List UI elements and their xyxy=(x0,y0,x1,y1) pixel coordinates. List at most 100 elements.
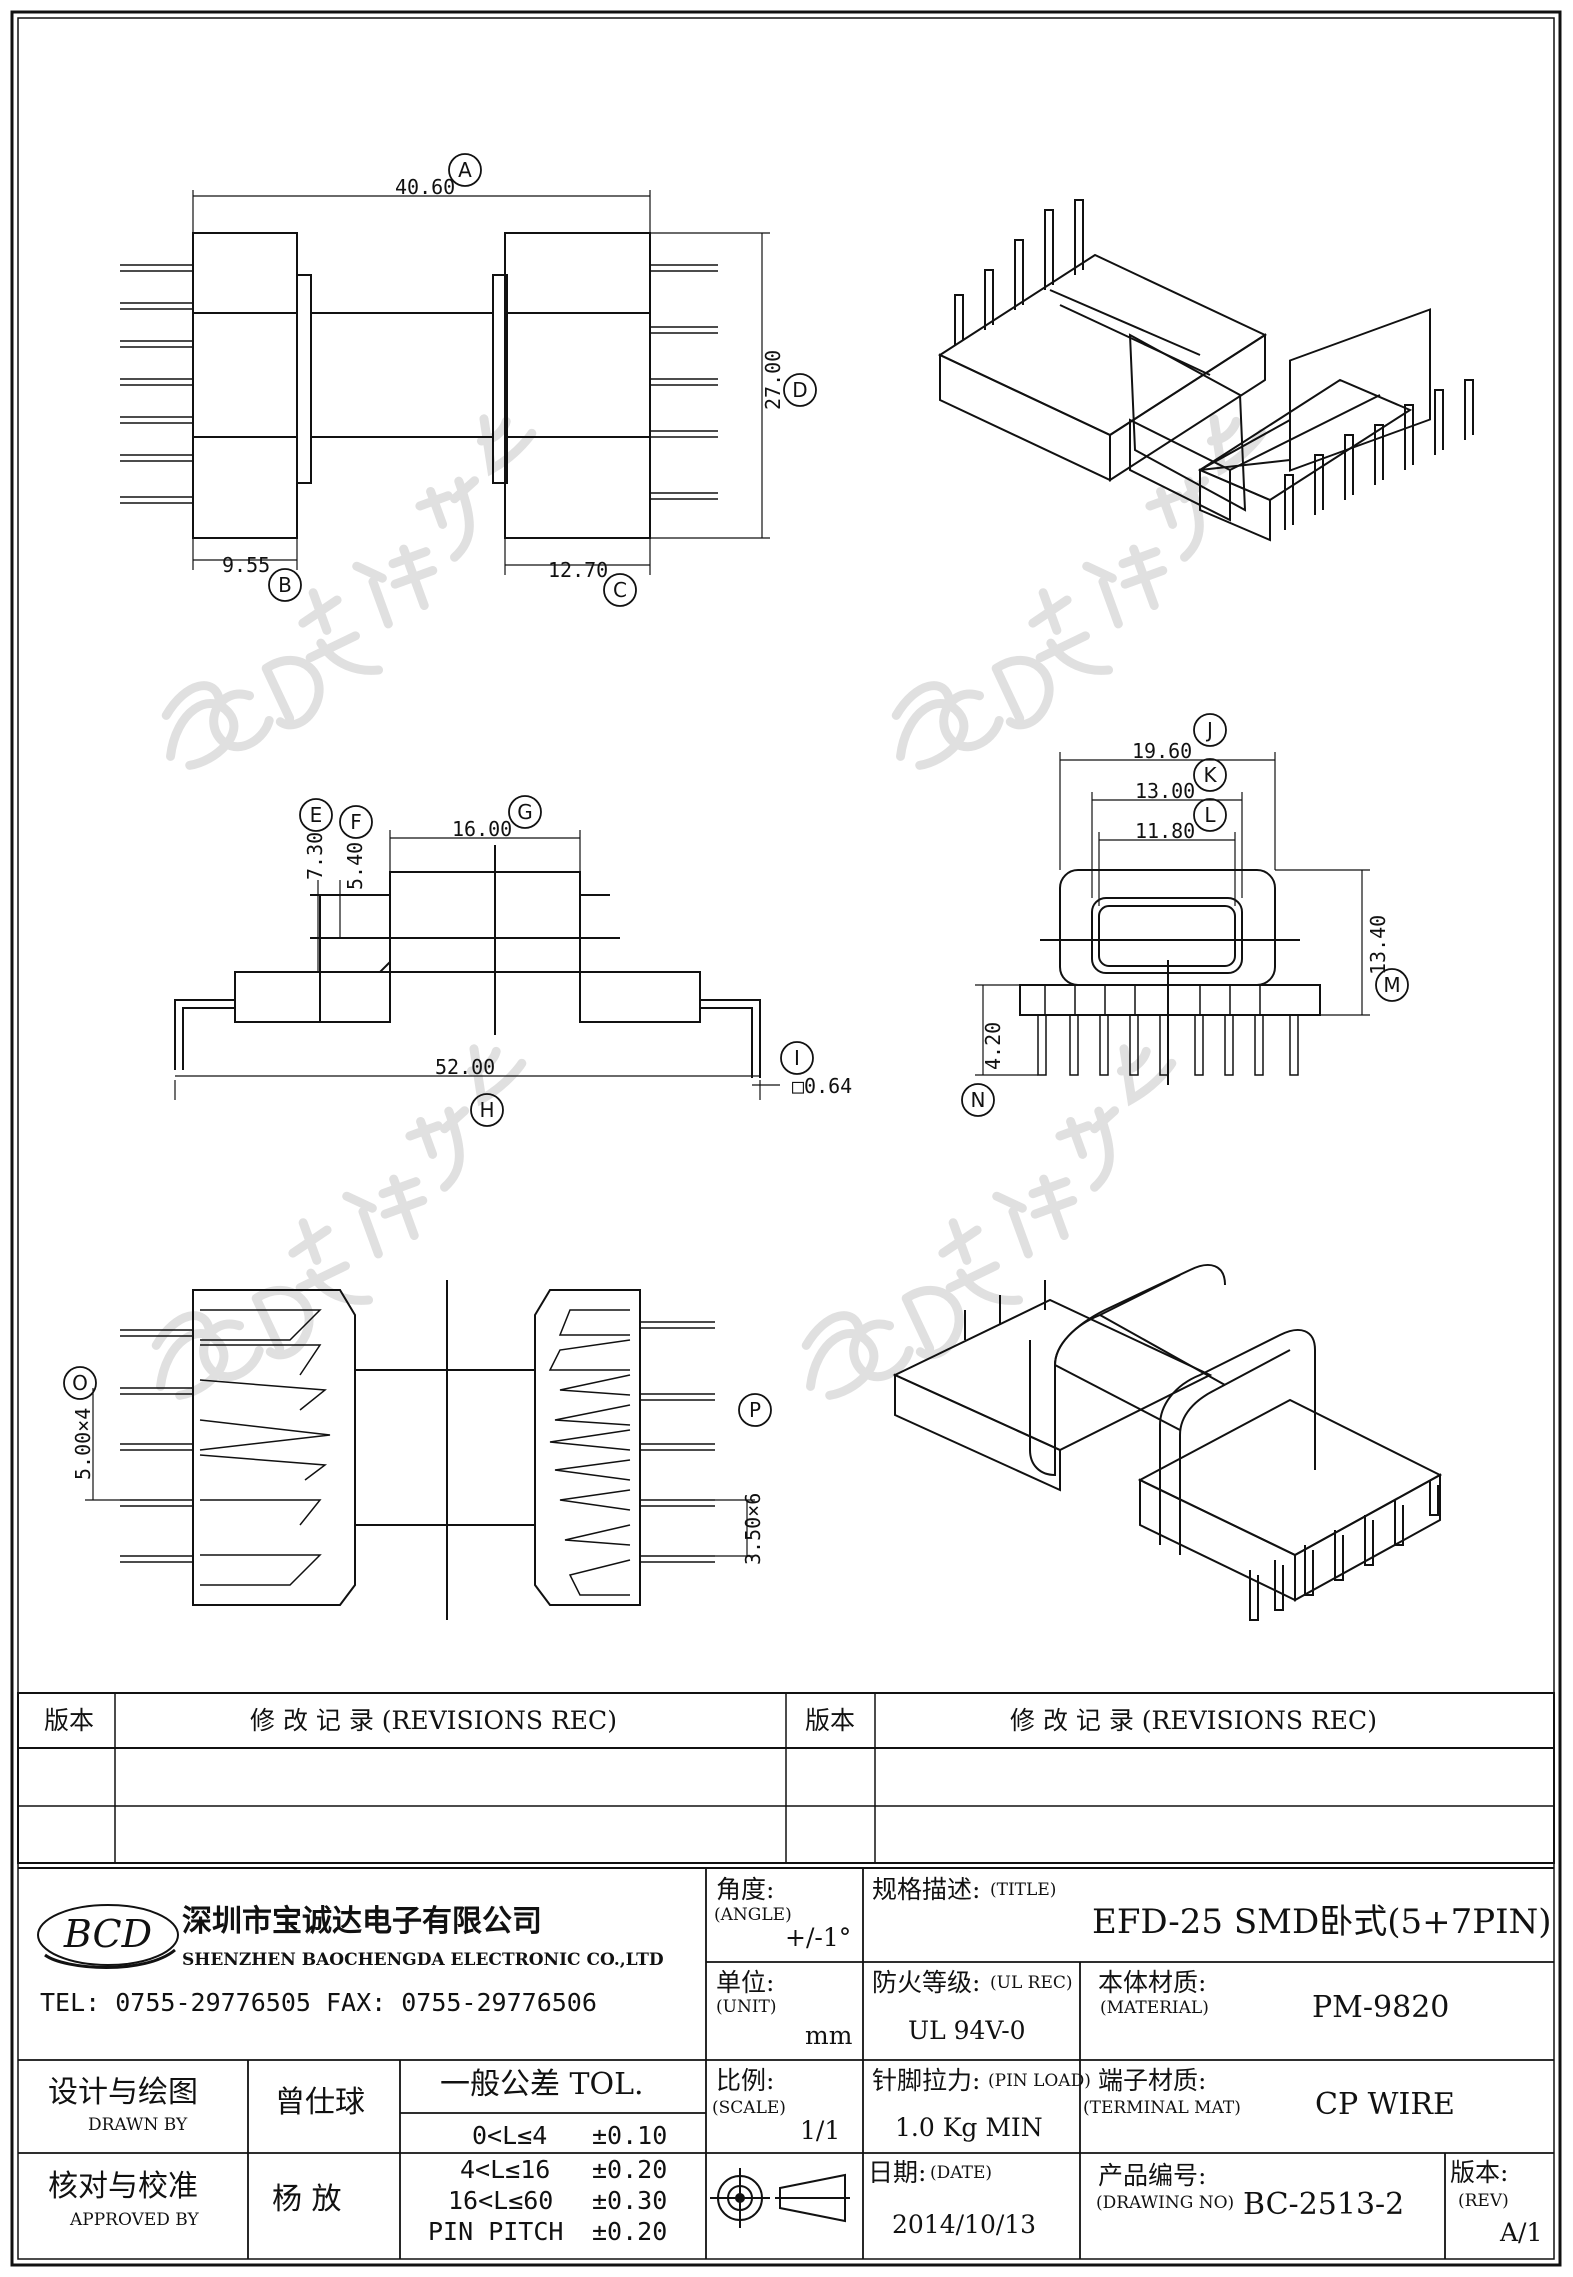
tol-row-3-range: 16<L≤60 xyxy=(448,2186,554,2215)
outer-frame xyxy=(10,10,1562,2267)
tol-row-1-range: 0<L≤4 xyxy=(472,2121,548,2150)
dim-J-value: 19.60 xyxy=(1132,739,1192,763)
title-block-grid xyxy=(18,1867,1554,2259)
balloon-I: I xyxy=(794,1046,800,1070)
balloon-O: O xyxy=(72,1371,88,1395)
dim-E-value: 7.30 xyxy=(303,832,327,880)
bottom-view xyxy=(85,1280,755,1620)
dim-D-value: 27.00 xyxy=(761,350,785,410)
balloon-A: A xyxy=(458,158,472,182)
terminal-value: CP WIRE xyxy=(1315,2087,1455,2122)
ul-value: UL 94V-0 xyxy=(908,2016,1026,2045)
approved-by-label: 核对与校准 xyxy=(48,2169,198,2204)
unit-sub: (UNIT) xyxy=(716,1997,777,2017)
inner-frame xyxy=(17,17,1555,2260)
material-value: PM-9820 xyxy=(1312,1990,1450,2025)
watermark xyxy=(89,405,1329,1401)
scale-sub: (SCALE) xyxy=(712,2098,786,2118)
tol-row-2-range: 4<L≤16 xyxy=(460,2155,551,2184)
dim-N-value: 4.20 xyxy=(981,1022,1005,1070)
pin-load-sub: (PIN LOAD) xyxy=(988,2071,1091,2091)
date-value: 2014/10/13 xyxy=(892,2210,1037,2239)
dim-G-value: 16.00 xyxy=(452,817,512,841)
rev-sub: (REV) xyxy=(1458,2191,1509,2211)
approved-by-sub: APPROVED BY xyxy=(70,2210,199,2230)
tol-row-4-value: ±0.20 xyxy=(592,2217,668,2246)
ul-label: 防火等级: xyxy=(872,1968,981,1997)
scale-value: 1/1 xyxy=(800,2116,841,2145)
rev-rec-label-right: 修 改 记 录 (REVISIONS REC) xyxy=(1010,1706,1377,1735)
company-logo: BCD xyxy=(37,1904,179,1969)
drawn-by-label: 设计与绘图 xyxy=(48,2075,198,2110)
company-name-en: SHENZHEN BAOCHENGDA ELECTRONIC CO.,LTD xyxy=(182,1950,664,1970)
svg-text:BCD: BCD xyxy=(63,1912,152,1956)
dim-L-value: 11.80 xyxy=(1135,819,1195,843)
pin-load-value: 1.0 Kg MIN xyxy=(895,2113,1043,2142)
rev-col-label-left: 版本 xyxy=(44,1706,95,1735)
date-sub: (DATE) xyxy=(930,2163,992,2183)
balloon-G: G xyxy=(517,800,533,824)
ul-sub: (UL REC) xyxy=(990,1973,1073,1993)
drawing-no-label: 产品编号: xyxy=(1098,2161,1207,2190)
title-sub: (TITLE) xyxy=(990,1880,1057,1900)
dim-M-value: 13.40 xyxy=(1366,915,1390,975)
dim-A-value: 40.60 xyxy=(395,175,455,199)
tol-row-3-value: ±0.30 xyxy=(592,2186,668,2215)
dim-K-value: 13.00 xyxy=(1135,779,1195,803)
dim-B-value: 9.55 xyxy=(222,553,270,577)
balloon-F: F xyxy=(350,810,362,834)
rev-rec-label-left: 修 改 记 录 (REVISIONS REC) xyxy=(250,1706,617,1735)
balloon-P: P xyxy=(749,1398,761,1422)
drawn-by-value: 曾仕球 xyxy=(275,2085,365,2120)
unit-label: 单位: xyxy=(716,1968,775,1997)
revisions-table xyxy=(17,1692,1555,1864)
balloon-L: L xyxy=(1204,803,1216,827)
title-label: 规格描述: xyxy=(872,1875,981,1904)
tol-row-2-value: ±0.20 xyxy=(592,2155,668,2184)
material-sub: (MATERIAL) xyxy=(1100,1998,1209,2018)
title-value: EFD-25 SMD卧式(5+7PIN) xyxy=(1092,1902,1552,1942)
dim-O-value: 5.00×4 xyxy=(71,1408,95,1480)
rev-value: A/1 xyxy=(1500,2218,1543,2247)
approved-by-value: 杨 放 xyxy=(272,2182,342,2217)
terminal-sub: (TERMINAL MAT) xyxy=(1083,2098,1241,2118)
company-name-cn: 深圳市宝诚达电子有限公司 xyxy=(182,1904,542,1939)
balloon-K: K xyxy=(1203,763,1217,787)
scale-label: 比例: xyxy=(716,2066,775,2095)
tol-row-1-value: ±0.10 xyxy=(592,2121,668,2150)
dim-F-value: 5.40 xyxy=(343,842,367,890)
dim-I-value: □0.64 xyxy=(792,1074,852,1098)
unit-value: mm xyxy=(805,2021,853,2050)
terminal-label: 端子材质: xyxy=(1098,2066,1207,2095)
rev-label: 版本: xyxy=(1450,2158,1509,2187)
dim-P-value: 3.50×6 xyxy=(741,1493,765,1565)
material-label: 本体材质: xyxy=(1098,1968,1207,1997)
isometric-view-1 xyxy=(937,199,1474,542)
angle-label: 角度: xyxy=(716,1875,775,1904)
balloon-E: E xyxy=(310,803,323,827)
drawn-by-sub: DRAWN BY xyxy=(88,2115,188,2135)
balloon-D: D xyxy=(792,378,807,402)
drawing-no-sub: (DRAWING NO) xyxy=(1096,2193,1235,2213)
balloon-M: M xyxy=(1383,973,1400,997)
angle-sub: (ANGLE) xyxy=(714,1905,792,1925)
tolerance-label: 一般公差 TOL. xyxy=(440,2067,644,2102)
pin-load-label: 针脚拉力: xyxy=(872,2066,981,2095)
balloon-B: B xyxy=(278,573,292,597)
balloon-C: C xyxy=(613,578,627,602)
rev-col-label-right: 版本 xyxy=(805,1706,856,1735)
company-tel-fax: TEL: 0755-29776505 FAX: 0755-29776506 xyxy=(40,1988,597,2017)
isometric-view-2 xyxy=(892,1264,1443,1621)
projection-symbol-icon xyxy=(710,2168,850,2228)
dim-H-value: 52.00 xyxy=(435,1055,495,1079)
tol-row-4-range: PIN PITCH xyxy=(428,2217,564,2246)
balloon-H: H xyxy=(479,1098,494,1122)
drawing-no-value: BC-2513-2 xyxy=(1243,2187,1405,2222)
date-label: 日期: xyxy=(868,2158,927,2187)
balloon-J: J xyxy=(1205,718,1213,742)
top-view xyxy=(120,190,770,575)
balloon-N: N xyxy=(971,1088,986,1112)
front-view xyxy=(975,752,1370,1085)
dim-C-value: 12.70 xyxy=(548,558,608,582)
